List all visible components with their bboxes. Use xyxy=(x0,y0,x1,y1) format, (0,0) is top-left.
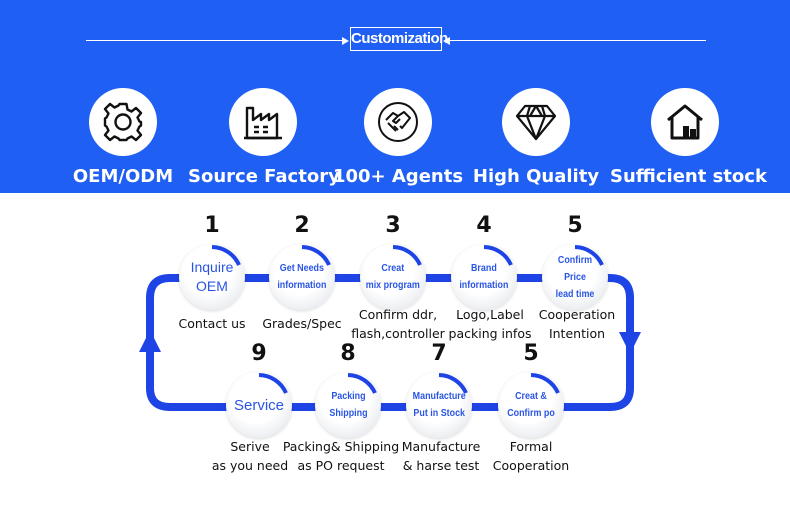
warehouse-icon xyxy=(651,88,719,156)
step-number: 9 xyxy=(251,341,267,366)
loop-up-arrow-icon xyxy=(139,330,161,352)
factory-icon xyxy=(229,88,297,156)
step-label: Service xyxy=(233,396,285,414)
feature-sufficient-stock: Sufficient stock xyxy=(610,88,767,187)
step-description: Cooperation Intention xyxy=(538,307,616,341)
title-divider-left xyxy=(86,40,342,41)
step-description: Manufacture & harse test xyxy=(401,439,481,473)
step-description: Serive as you need xyxy=(211,439,289,473)
step-label: Creat mix program xyxy=(365,262,421,291)
step-description: Formal Cooperation xyxy=(492,439,570,473)
feature-high-quality: High Quality xyxy=(461,88,611,187)
step-description: Grades/Spec xyxy=(262,316,342,331)
step-get-needs: Get Needs information xyxy=(269,244,335,310)
feature-label: High Quality xyxy=(472,166,600,187)
step-number: 4 xyxy=(476,213,492,238)
step-creat-mix-program: Creat mix program xyxy=(360,244,426,310)
feature-label: 100+ Agents xyxy=(332,166,464,187)
step-number: 5 xyxy=(567,213,583,238)
step-manufacture: Manufacture Put in Stock xyxy=(406,372,472,438)
step-number: 5 xyxy=(523,341,539,366)
step-description: Logo,Label packing infos xyxy=(448,307,532,341)
feature-source-factory: Source Factory xyxy=(188,88,340,187)
step-number: 1 xyxy=(204,213,220,238)
handshake-icon xyxy=(364,88,432,156)
step-label: Get Needs information xyxy=(277,262,327,291)
loop-down-arrow-icon xyxy=(619,332,641,354)
title-divider-right xyxy=(448,40,706,41)
step-confirm-price: Confirm Price lead time xyxy=(542,244,608,310)
step-label: Inquire OEM xyxy=(190,259,234,294)
step-label: Confirm Price lead time xyxy=(555,253,595,300)
step-label: Packing Shipping xyxy=(328,390,368,419)
step-inquire-oem: Inquire OEM xyxy=(179,244,245,310)
gear-icon xyxy=(89,88,157,156)
step-description: Confirm ddr, flash,controller xyxy=(351,307,445,341)
feature-label: Sufficient stock xyxy=(610,166,767,187)
header-band: Customization OEM/ODM xyxy=(0,0,790,193)
step-description: Contact us xyxy=(178,316,246,331)
step-label: Manufacture Put in Stock xyxy=(412,390,466,419)
diamond-icon xyxy=(502,88,570,156)
step-number: 7 xyxy=(431,341,447,366)
feature-label: OEM/ODM xyxy=(72,166,174,187)
step-brand-information: Brand information xyxy=(451,244,517,310)
title-arrow-right-icon xyxy=(342,37,349,45)
step-service: Service xyxy=(226,372,292,438)
title-arrow-left-icon xyxy=(443,37,450,45)
feature-agents: 100+ Agents xyxy=(323,88,473,187)
step-packing-shipping: Packing Shipping xyxy=(315,372,381,438)
step-label: Creat & Confirm po xyxy=(507,390,555,419)
step-number: 2 xyxy=(294,213,310,238)
feature-label: Source Factory xyxy=(188,166,340,187)
step-label: Brand information xyxy=(459,262,509,291)
step-description: Packing& Shipping as PO request xyxy=(282,439,400,473)
feature-oem-odm: OEM/ODM xyxy=(48,88,198,187)
step-confirm-po: Creat & Confirm po xyxy=(498,372,564,438)
step-number: 3 xyxy=(385,213,401,238)
section-title: Customization xyxy=(350,27,448,51)
step-number: 8 xyxy=(340,341,356,366)
